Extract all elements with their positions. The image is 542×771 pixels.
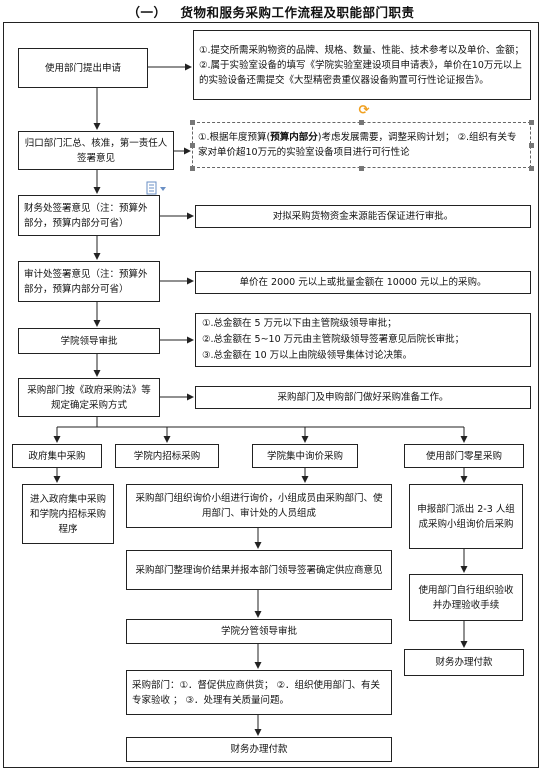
step-approve-dept-note[interactable]: ①.根据年度预算(预算内部分)考虑发展需要，调整采购计划； ②.组织有关专家对单… — [192, 122, 531, 168]
resize-handle-tl[interactable] — [190, 120, 195, 125]
resize-handle-tr[interactable] — [529, 120, 534, 125]
step-finance: 财务处签署意见（注：预算外部分，预算内部分可省） — [18, 195, 160, 236]
resize-handle-left[interactable] — [190, 143, 195, 148]
resize-handle-right[interactable] — [529, 143, 534, 148]
resize-handle-br[interactable] — [529, 166, 534, 171]
inquiry-step-report: 采购部门整理询价结果并报本部门领导签署确定供应商意见 — [126, 550, 392, 590]
branch-gov: 政府集中采购 — [12, 444, 102, 468]
leader-note-1: ①.总金额在 5 万元以下由主管院级领导审批； — [202, 318, 397, 329]
branch-inquiry: 学院集中询价采购 — [252, 444, 358, 468]
step-audit-note: 单价在 2000 元以上或批量金额在 10000 元以上的采购。 — [195, 271, 531, 294]
leader-note-2: ②.总金额在 5~10 万元由主管院级领导签署意见后院长审批； — [202, 334, 465, 345]
step-apply: 使用部门提出申请 — [18, 48, 148, 88]
note-text-b: )考虑发展需要，调整采购计划； ②.组织有关专家对单价超10万元的实验室设备项目… — [198, 132, 517, 158]
step-procure-method: 采购部门按《政府采购法》等规定确定采购方式 — [18, 378, 160, 417]
branch-tender: 学院内招标采购 — [115, 444, 219, 468]
leader-note-3: ③.总金额在 10 万以上由院级领导集体讨论决策。 — [202, 350, 413, 361]
layout-options-icon[interactable] — [146, 181, 168, 195]
gov-detail: 进入政府集中采购和学院内招标采购程序 — [22, 484, 114, 544]
title-text: 货物和服务采购工作流程及职能部门职责 — [180, 5, 415, 20]
scattered-step-payment: 财务办理付款 — [404, 649, 524, 676]
resize-handle-top[interactable] — [359, 120, 364, 125]
inquiry-step-payment: 财务办理付款 — [126, 737, 392, 762]
inquiry-step-leader: 学院分管领导审批 — [126, 619, 392, 644]
step-leader-notes: ①.总金额在 5 万元以下由主管院级领导审批； ②.总金额在 5~10 万元由主… — [195, 313, 531, 367]
rotate-handle-icon[interactable]: ⟳ — [358, 103, 370, 118]
title-number: （一） — [127, 5, 167, 20]
resize-handle-bottom[interactable] — [359, 166, 364, 171]
page-title: （一） 货物和服务采购工作流程及职能部门职责 — [0, 2, 542, 20]
scattered-step-acceptance: 使用部门自行组织验收并办理验收手续 — [409, 574, 523, 621]
step-finance-note: 对拟采购货物资金来源能否保证进行审批。 — [195, 205, 531, 228]
note-text-bold: 预算内部分 — [270, 132, 318, 143]
note-text-a: ①.根据年度预算( — [198, 132, 271, 143]
step-audit: 审计处签署意见（注：预算外部分，预算内部分可省） — [18, 261, 160, 302]
flowchart-frame — [3, 22, 539, 768]
inquiry-step-acceptance: 采购部门：①．督促供应商供货； ②．组织使用部门、有关专家验收 ； ③．处理有关… — [126, 670, 392, 715]
step-leader: 学院领导审批 — [18, 328, 160, 354]
inquiry-step-group: 采购部门组织询价小组进行询价，小组成员由采购部门、使用部门、审计处的人员组成 — [126, 484, 392, 528]
step-procure-method-note: 采购部门及申购部门做好采购准备工作。 — [195, 386, 531, 409]
step-approve-dept: 归口部门汇总、核准，第一责任人签署意见 — [18, 131, 174, 170]
branch-scattered: 使用部门零星采购 — [404, 444, 524, 468]
resize-handle-bl[interactable] — [190, 166, 195, 171]
scattered-step-group: 申报部门派出 2-3 人组成采购小组询价后采购 — [409, 484, 523, 549]
step-apply-note: ①.提交所需采购物资的品牌、规格、数量、性能、技术参考以及单价、金额；②.属于实… — [193, 30, 531, 100]
